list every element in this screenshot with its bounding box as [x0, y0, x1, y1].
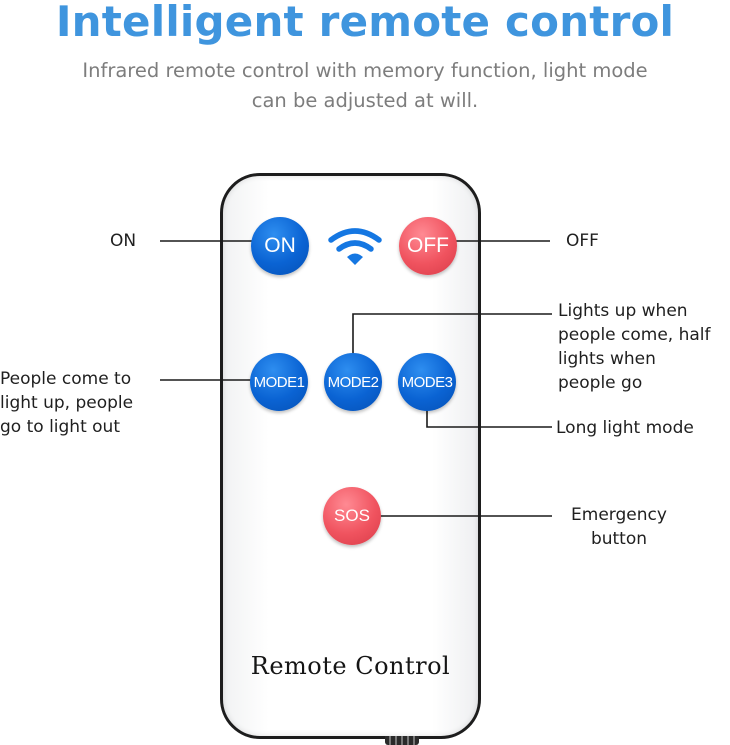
on-button[interactable]: ON — [251, 217, 309, 275]
callout-line-text: people go — [558, 373, 643, 393]
callout-line-text: Emergency — [571, 505, 667, 525]
subtitle-line: Infrared remote control with memory func… — [82, 59, 648, 82]
callout-line-text: go to light out — [0, 417, 120, 437]
callout-line-text: button — [590, 529, 648, 549]
callout-label-on: ON — [110, 231, 137, 251]
callout-line-text: lights when — [558, 349, 656, 369]
callout-label-off: OFF — [566, 231, 599, 251]
remote-label: Remote Control — [250, 652, 451, 680]
callout-label-sos: Emergency button — [560, 503, 678, 551]
mode3-button[interactable]: MODE3 — [398, 353, 456, 411]
mode1-button[interactable]: MODE1 — [250, 353, 308, 411]
page-title: Intelligent remote control — [55, 0, 675, 46]
callout-label-mode1: People come to light up, people go to li… — [0, 367, 133, 439]
callout-line-text: people come, half — [558, 325, 711, 345]
remote-battery-tab — [385, 736, 419, 745]
callout-label-mode2: Lights up when people come, half lights … — [558, 299, 711, 395]
sos-button[interactable]: SOS — [323, 487, 381, 545]
callout-line-text: Lights up when — [558, 301, 688, 321]
off-button[interactable]: OFF — [399, 217, 457, 275]
subtitle-line: can be adjusted at will. — [251, 89, 479, 112]
callout-label-mode3: Long light mode — [556, 418, 694, 438]
page-subtitle: Infrared remote control with memory func… — [0, 56, 730, 116]
wifi-signal-icon — [328, 228, 382, 265]
callout-line-text: People come to — [0, 369, 132, 389]
callout-line-text: light up, people — [0, 393, 134, 413]
mode2-button[interactable]: MODE2 — [324, 353, 382, 411]
